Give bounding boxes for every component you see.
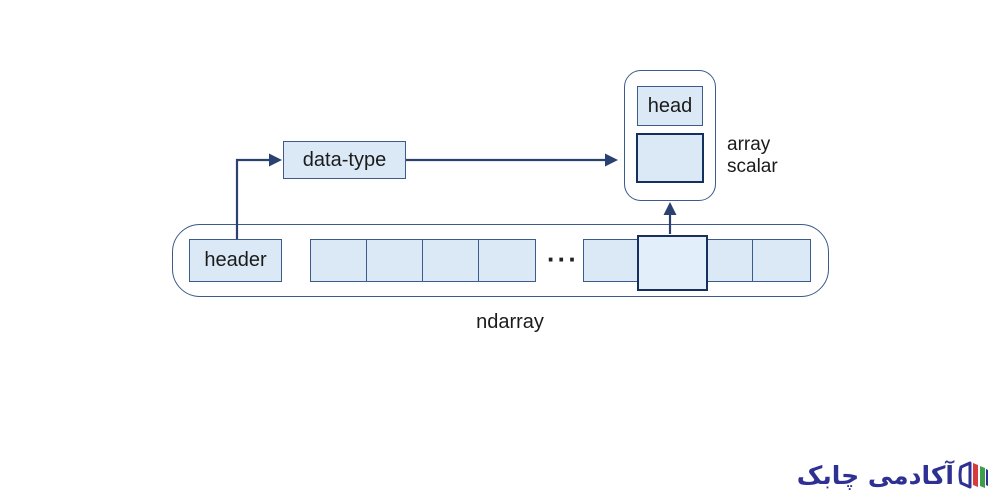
ellipsis-dots: ··· xyxy=(547,244,579,274)
array-scalar-label-line1: array xyxy=(727,134,771,155)
logo-book-icon xyxy=(958,461,988,489)
arrowhead-up-to-scalar xyxy=(663,202,677,215)
data-cell xyxy=(752,239,811,282)
highlighted-data-cell xyxy=(637,235,708,291)
data-cell xyxy=(366,239,424,282)
watermark-logo-text: آکادمی چابک xyxy=(796,460,954,490)
head-label: head xyxy=(647,94,693,117)
data-type-label: data-type xyxy=(302,148,387,171)
header-label: header xyxy=(204,249,267,271)
ndarray-label: ndarray xyxy=(476,311,544,333)
array-scalar-label: array scalar xyxy=(727,134,778,178)
head-box: head xyxy=(637,86,703,126)
data-type-box: data-type xyxy=(283,141,406,179)
watermark-logo: آکادمی چابک xyxy=(770,456,990,494)
data-cell xyxy=(310,239,368,282)
header-box: header xyxy=(189,239,282,282)
data-cell xyxy=(583,239,639,282)
scalar-value-cell xyxy=(636,133,704,183)
cell-group-1 xyxy=(310,239,536,282)
array-scalar-label-line2: scalar xyxy=(727,156,778,177)
data-cell xyxy=(478,239,536,282)
arrowhead-into-data-type xyxy=(269,153,282,167)
arrowhead-into-array-scalar xyxy=(605,153,618,167)
